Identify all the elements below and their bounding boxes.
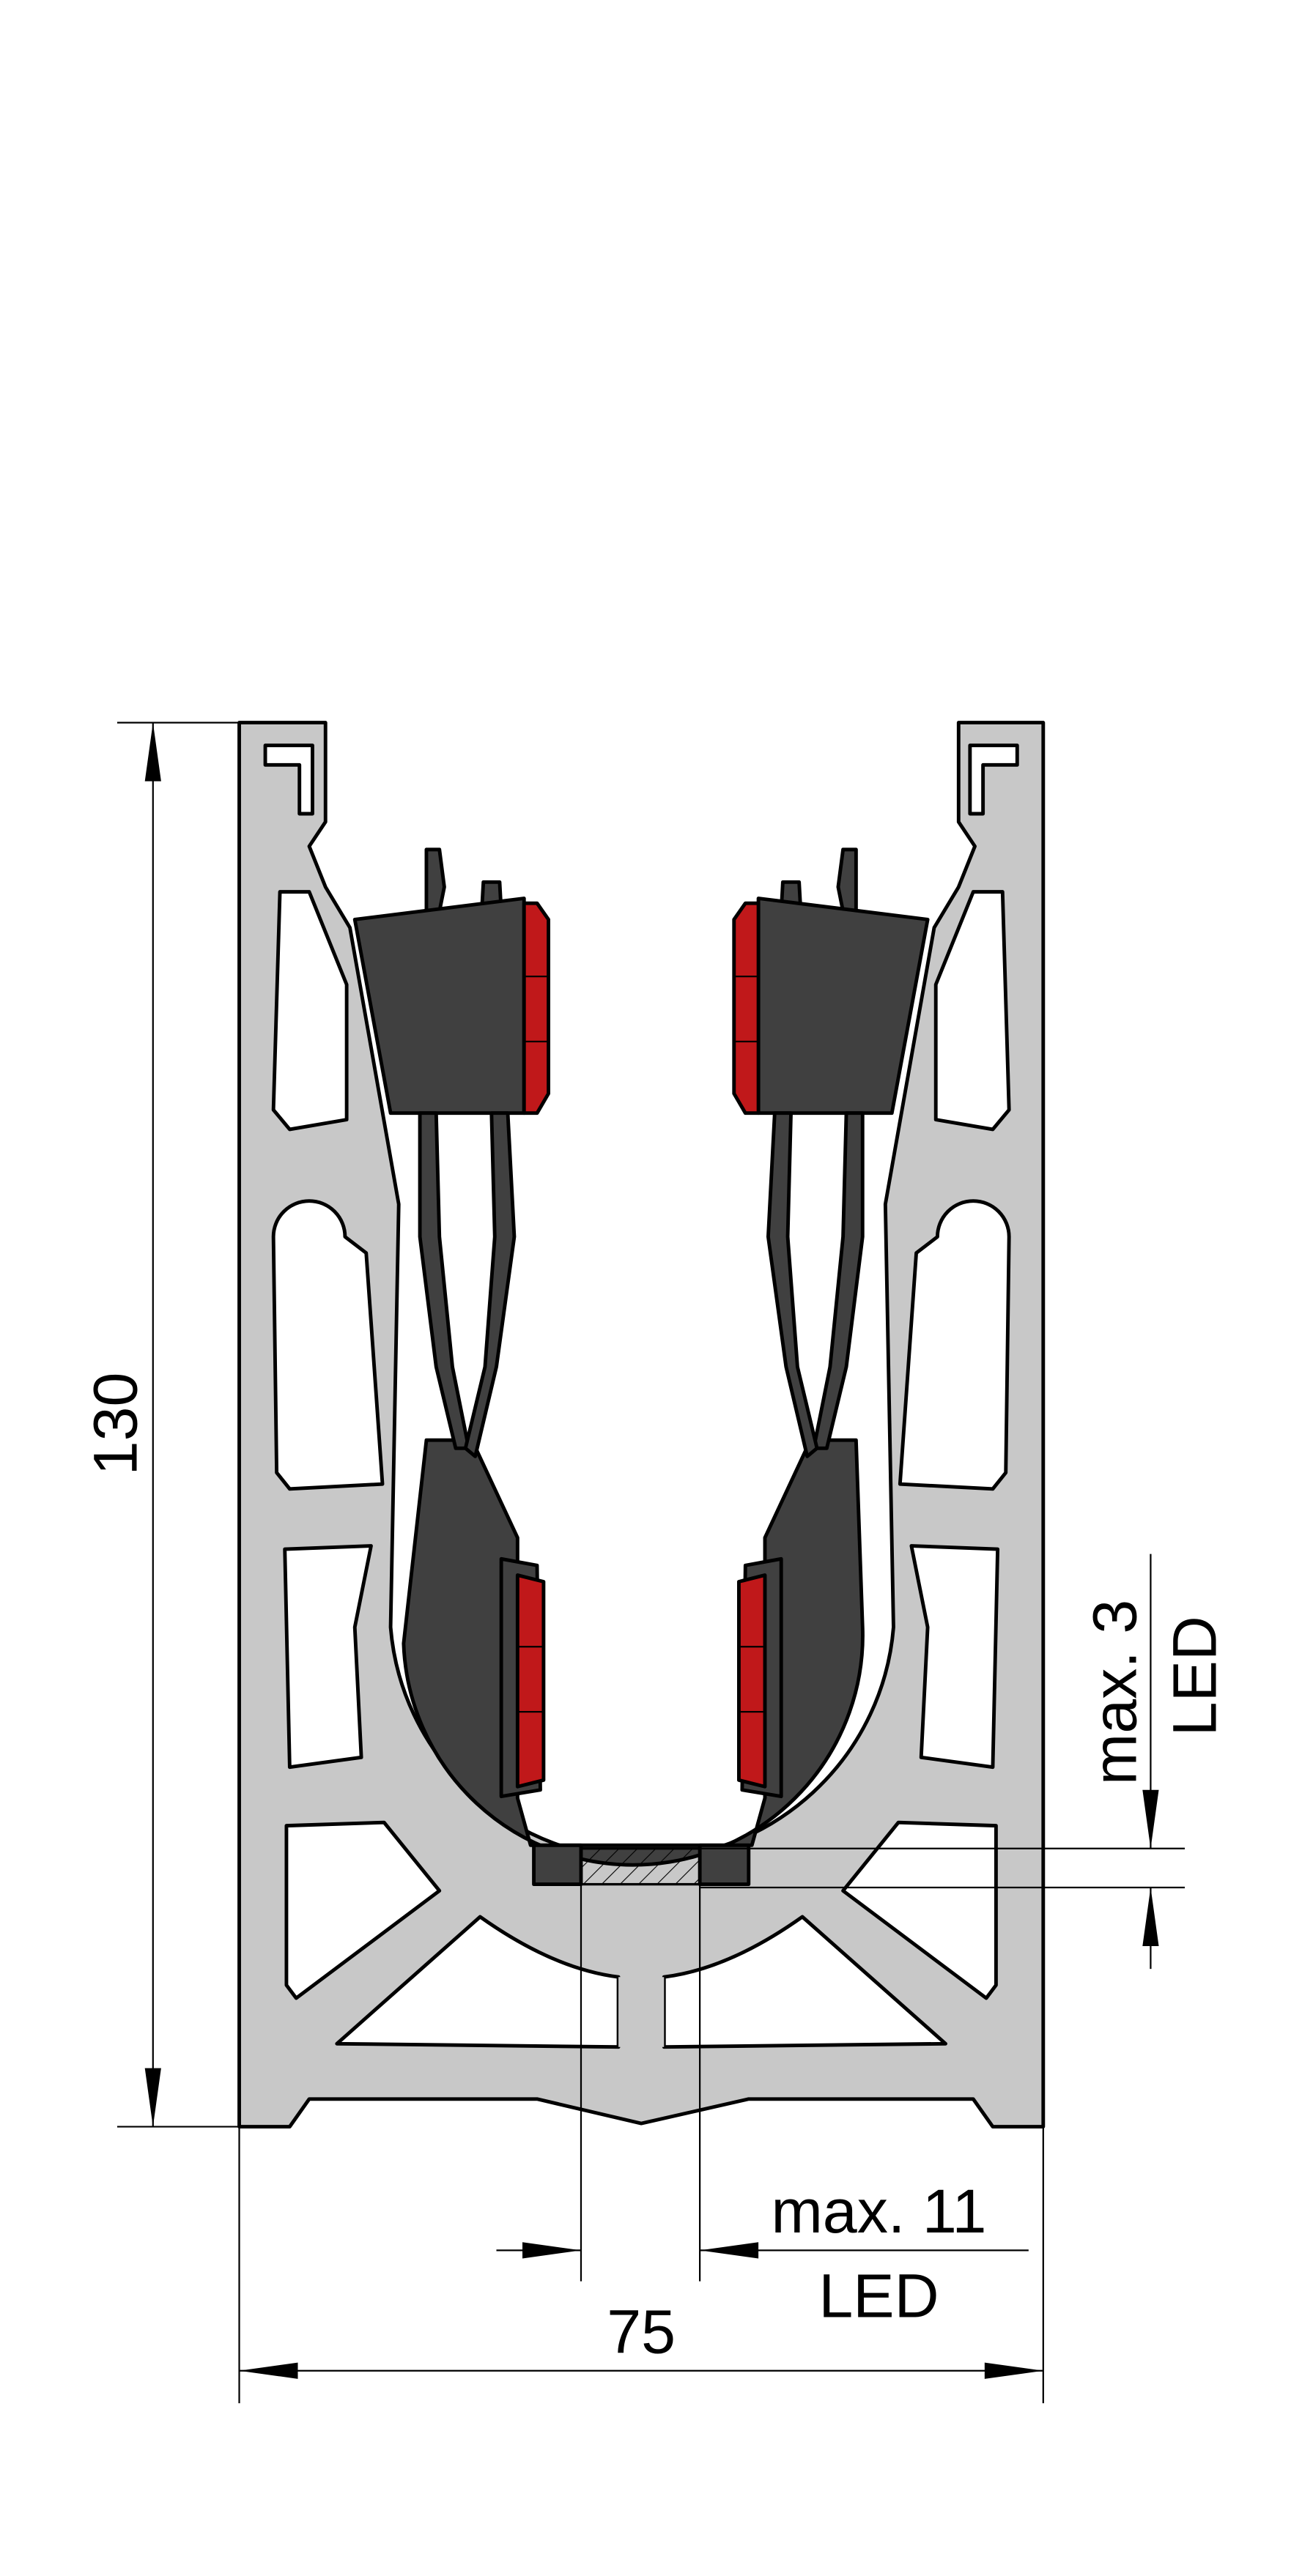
arrow-left-icon xyxy=(700,2242,759,2259)
width-value: 75 xyxy=(607,2297,676,2366)
led-height-label: LED xyxy=(1160,1616,1229,1736)
arrow-right-icon xyxy=(984,2362,1043,2379)
arrow-right-icon xyxy=(522,2242,581,2259)
led-strip-hatched xyxy=(580,1847,701,1886)
led-height-max: max. 3 xyxy=(1080,1600,1149,1785)
led-holder xyxy=(402,1438,865,1867)
led-width-dimension: max. 11 LED xyxy=(496,1884,1029,2330)
height-value: 130 xyxy=(81,1373,150,1476)
arrow-up-icon xyxy=(144,722,161,782)
height-dimension: 130 xyxy=(81,721,240,2128)
arrow-down-icon xyxy=(144,2068,161,2127)
led-clip-right xyxy=(698,1843,751,1887)
arrow-left-icon xyxy=(239,2362,298,2379)
center-web-slot xyxy=(618,1977,665,2047)
width-dimension: 75 xyxy=(238,2126,1044,2404)
led-clip-left xyxy=(532,1843,583,1887)
arrow-up-icon xyxy=(1142,1888,1159,1946)
arrow-down-icon xyxy=(1142,1789,1159,1849)
led-width-label: LED xyxy=(818,2261,939,2330)
led-height-dimension: max. 3 LED xyxy=(700,1554,1229,1970)
led-width-max: max. 11 xyxy=(772,2177,987,2246)
